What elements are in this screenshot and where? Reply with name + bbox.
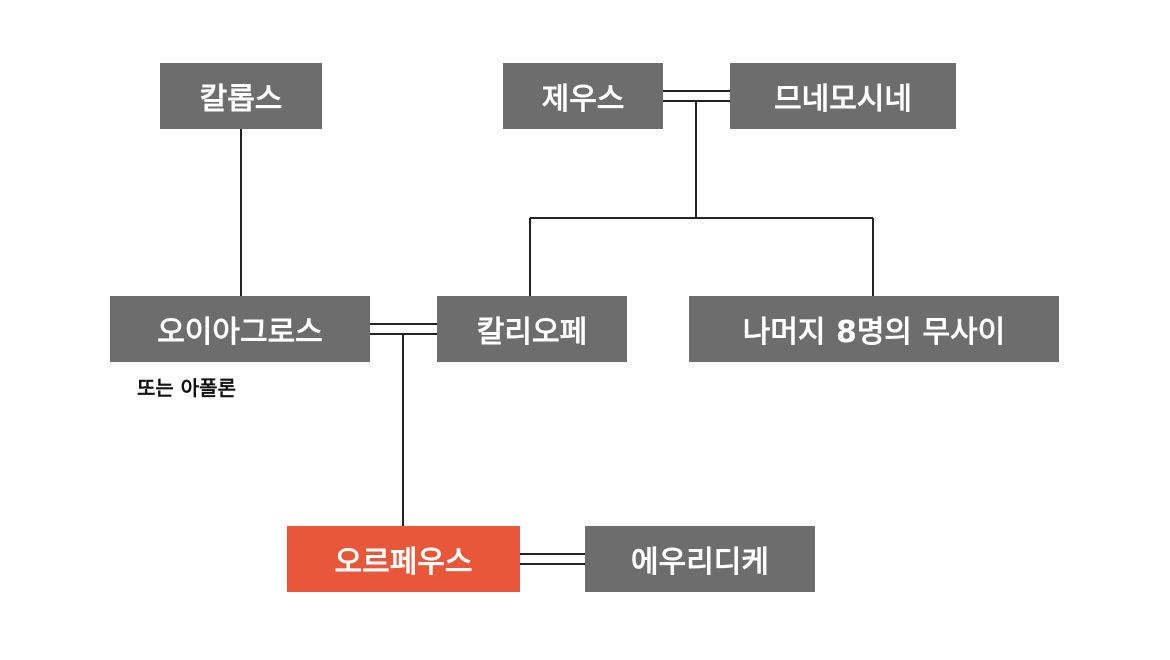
- node-zeus: 제우스: [503, 63, 663, 129]
- node-oeagrus: 오이아그로스: [110, 296, 370, 362]
- node-kalleps: 칼롭스: [160, 63, 322, 129]
- node-calliope: 칼리오페: [437, 296, 627, 362]
- node-eurydice: 에우리디케: [585, 526, 815, 592]
- note-oeagrus-alternative: 또는 아폴론: [137, 376, 236, 400]
- node-other-muses: 나머지 8명의 무사이: [689, 296, 1059, 362]
- node-orpheus: 오르페우스: [287, 526, 520, 592]
- node-mnemosyne: 므네모시네: [730, 63, 956, 129]
